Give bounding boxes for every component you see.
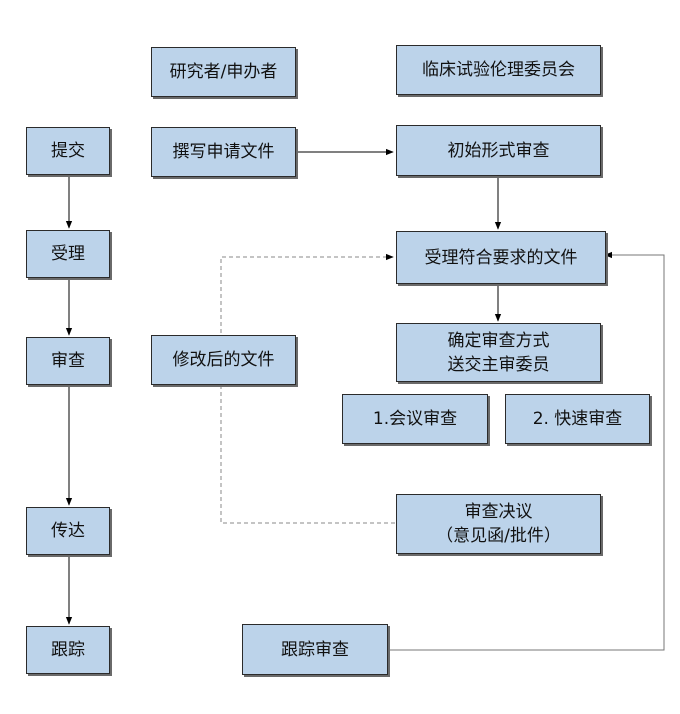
box-meeting-review: 1.会议审查 [342,394,488,444]
box-assign-reviewer: 确定审查方式 送交主审委员 [396,323,601,382]
box-tracking-review: 跟踪审查 [242,624,388,675]
step-communicate: 传达 [26,507,110,555]
arrow-tracking-to-accepted [388,251,665,651]
step-track: 跟踪 [26,626,110,674]
box-accepted-documents: 受理符合要求的文件 [396,231,606,284]
step-accept: 受理 [26,230,110,278]
header-ethics-committee: 临床试验伦理委员会 [396,45,601,95]
box-initial-check: 初始形式审查 [396,125,601,176]
step-submit: 提交 [26,127,110,175]
box-review-decision: 审查决议 （意见函/批件） [396,494,601,554]
box-fast-review: 2. 快速审查 [505,394,650,444]
dashed-loop-revision [220,387,395,524]
dashed-arrow-revised-to-accepted [220,253,394,333]
box-revised-documents: 修改后的文件 [151,335,296,385]
header-researcher: 研究者/申办者 [151,47,296,97]
step-review: 审查 [26,337,110,385]
box-write-application: 撰写申请文件 [151,127,296,177]
